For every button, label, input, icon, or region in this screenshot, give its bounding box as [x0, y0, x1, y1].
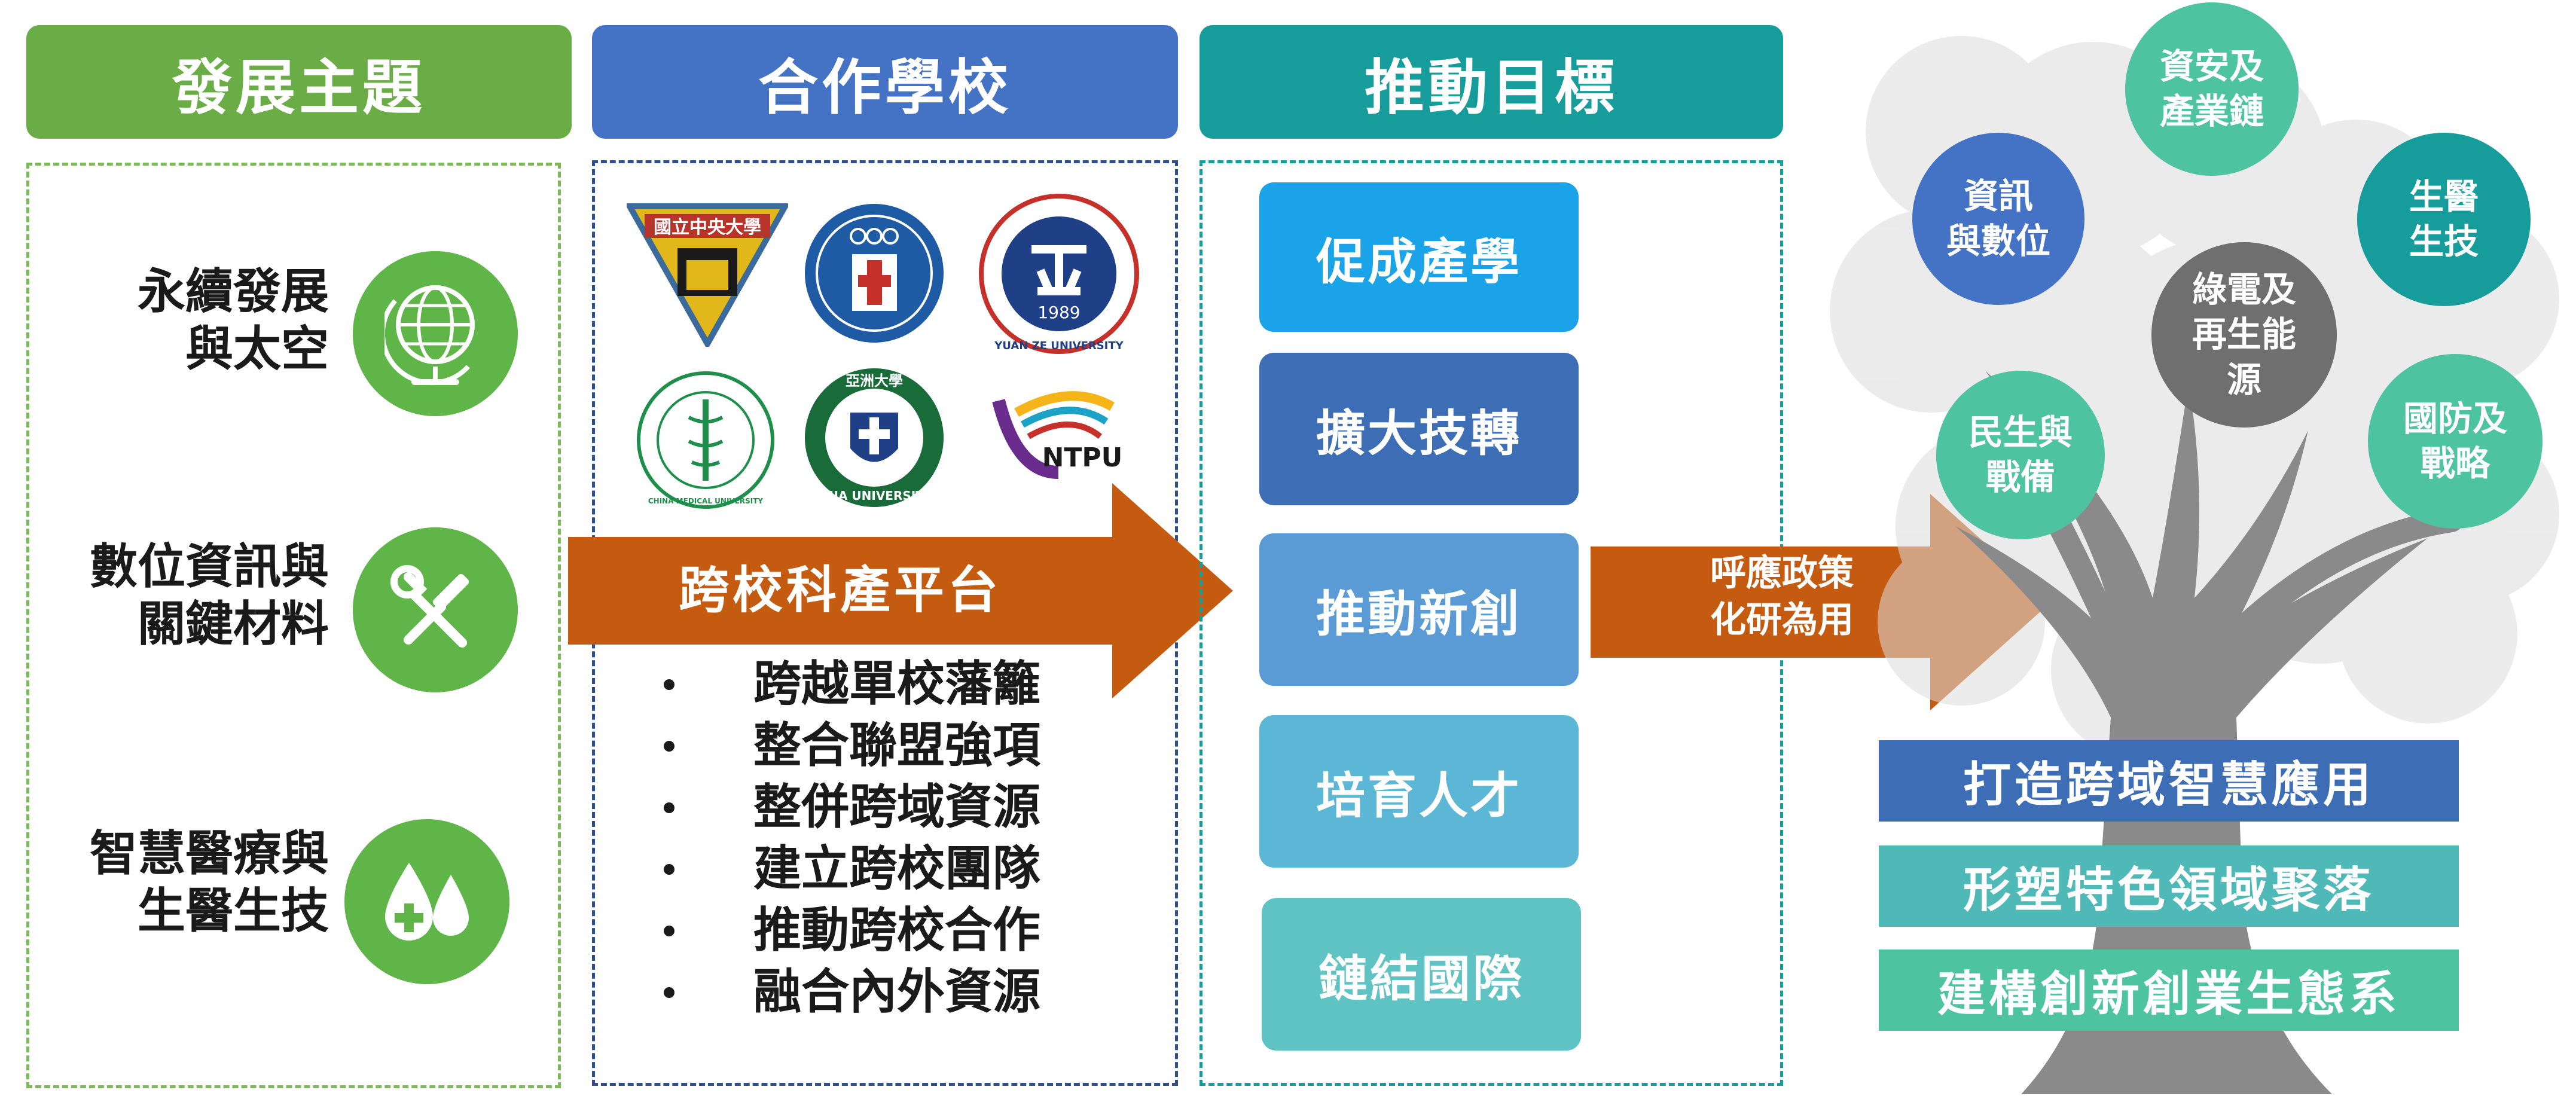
goal-box: 培育人才 — [1259, 715, 1579, 868]
circle-line: 與數位 — [1946, 221, 2050, 261]
topics-header-label: 發展主題 — [172, 52, 426, 123]
list-item: 跨越單校藩籬 — [604, 653, 1142, 715]
tools-icon — [353, 527, 518, 692]
topic-line: 數位資訊與 — [90, 539, 329, 594]
goal-box: 擴大技轉 — [1259, 353, 1579, 505]
circle-line: 國防及 — [2403, 398, 2507, 439]
circle-bio: 生醫 生技 — [2357, 133, 2531, 306]
circle-line: 產業鏈 — [2159, 91, 2264, 132]
circle-line: 生技 — [2409, 221, 2479, 262]
topic-line: 永續發展 — [138, 264, 329, 319]
circle-info: 資訊 與數位 — [1912, 133, 2084, 305]
platform-arrow — [568, 483, 1233, 698]
policy-arrow-line: 化研為用 — [1710, 599, 1854, 641]
goal-label: 鏈結國際 — [1318, 951, 1524, 1008]
list-item: 整合聯盟強項 — [604, 715, 1142, 776]
schools-header-label: 合作學校 — [758, 52, 1012, 123]
circle-line: 源 — [2226, 359, 2261, 400]
list-item: 融合內外資源 — [604, 961, 1142, 1022]
circle-defense: 國防及 戰略 — [2368, 354, 2543, 529]
platform-arrow-label: 跨校科產平台 — [678, 561, 1002, 619]
circle-green: 綠電及 再生能 源 — [2151, 242, 2337, 428]
circle-line: 戰備 — [1985, 457, 2055, 497]
goal-box: 推動新創 — [1259, 533, 1579, 686]
topic-line: 與太空 — [185, 321, 329, 377]
output-box: 形塑特色領域聚落 — [1879, 845, 2459, 927]
output-label: 打造跨域智慧應用 — [1963, 757, 2374, 813]
circle-livelihood: 民生與 戰備 — [1936, 371, 2105, 539]
circle-line: 資訊 — [1963, 175, 2033, 216]
asia-logo-top-text: 亞洲大學 — [846, 373, 903, 389]
goal-label: 促成產學 — [1316, 233, 1522, 291]
circle-line: 生醫 — [2409, 176, 2479, 217]
medical-drops-icon — [344, 819, 509, 984]
yzu-logo: 1989 YUAN ZE UNIVERSITY — [978, 193, 1140, 355]
circle-line: 民生與 — [1968, 411, 2073, 453]
list-item: 推動跨校合作 — [604, 899, 1142, 961]
topic-medical-label: 智慧醫療與 生醫生技 — [48, 825, 329, 940]
topic-sustainability-label: 永續發展 與太空 — [72, 263, 329, 378]
cmu-logo-text: CHINA MEDICAL UNIVERSITY — [648, 497, 764, 505]
topic-line: 智慧醫療與 — [90, 826, 329, 881]
circle-line: 綠電及 — [2192, 268, 2296, 310]
topic-line: 關鍵材料 — [138, 596, 329, 652]
output-label: 形塑特色領域聚落 — [1963, 862, 2374, 918]
goal-label: 擴大技轉 — [1316, 405, 1522, 462]
policy-arrow-label: 呼應政策 化研為用 — [1614, 550, 1949, 643]
output-label: 建構創新創業生態系 — [1937, 966, 2400, 1022]
output-box: 建構創新創業生態系 — [1879, 950, 2459, 1031]
ntpu-logo: NTPU — [981, 383, 1130, 490]
globe-icon — [353, 251, 518, 416]
circle-line: 戰略 — [2420, 443, 2490, 484]
goal-box: 促成產學 — [1259, 182, 1579, 332]
schools-header: 合作學校 — [592, 25, 1178, 139]
circle-line: 再生能 — [2192, 314, 2296, 355]
output-box: 打造跨域智慧應用 — [1879, 740, 2459, 822]
ntpu-logo-text: NTPU — [1042, 442, 1123, 473]
topic-line: 生醫生技 — [138, 883, 329, 939]
ncu-logo: 國立中央大學 — [624, 203, 790, 350]
asia-logo: 亞洲大學 ASIA UNIVERSITY — [801, 365, 948, 511]
goals-header-label: 推動目標 — [1365, 52, 1618, 123]
yzu-logo-ring-text: YUAN ZE UNIVERSITY — [994, 340, 1124, 352]
topics-frame — [26, 163, 561, 1088]
yzu-logo-year: 1989 — [1037, 303, 1080, 322]
platform-bullet-list: 跨越單校藩籬 整合聯盟強項 整併跨域資源 建立跨校團隊 推動跨校合作 融合內外資… — [604, 653, 1142, 1022]
list-item: 整併跨域資源 — [604, 776, 1142, 838]
goal-label: 培育人才 — [1316, 768, 1522, 825]
asia-logo-text: ASIA UNIVERSITY — [816, 489, 933, 503]
ncut-logo — [801, 200, 948, 347]
goals-header: 推動目標 — [1200, 25, 1783, 139]
ncu-logo-text: 國立中央大學 — [654, 217, 761, 238]
goal-label: 推動新創 — [1316, 586, 1522, 643]
policy-arrow-line: 呼應政策 — [1710, 552, 1854, 594]
topics-header: 發展主題 — [26, 25, 572, 139]
circle-line: 資安及 — [2159, 45, 2264, 87]
list-item: 建立跨校團隊 — [604, 838, 1142, 899]
topic-digital-label: 數位資訊與 關鍵材料 — [48, 538, 329, 653]
goal-box: 鏈結國際 — [1262, 898, 1581, 1051]
cmu-logo: CHINA MEDICAL UNIVERSITY — [635, 370, 776, 511]
circle-security: 資安及 產業鏈 — [2125, 2, 2299, 176]
